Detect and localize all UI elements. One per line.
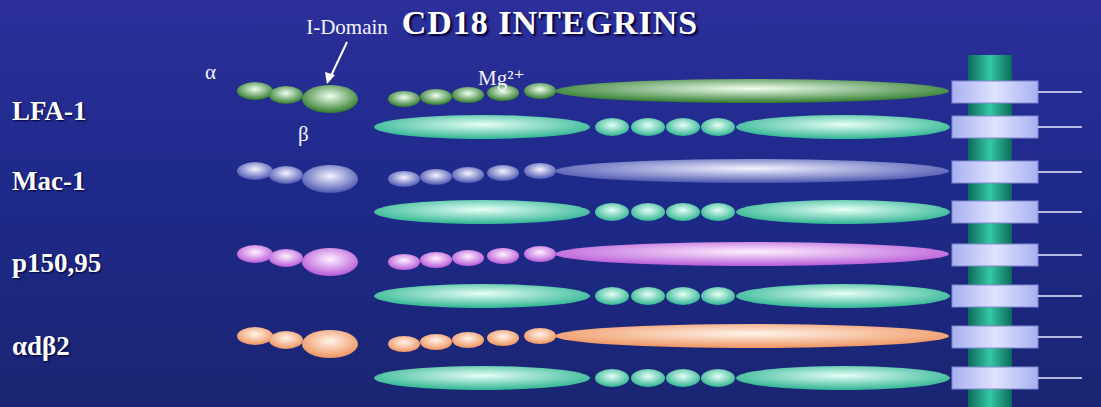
domain-label: I-Domain <box>306 17 388 38</box>
alpha-bead <box>420 169 452 185</box>
alpha-bead <box>524 163 556 179</box>
integrin-name: Mac-1 <box>12 168 85 195</box>
beta-bead <box>631 203 665 221</box>
integrin-name: p150,95 <box>12 250 101 277</box>
cytoplasmic-tail <box>1038 171 1082 173</box>
beta-stalk <box>736 115 950 139</box>
transmembrane-segment <box>952 116 1038 138</box>
alpha-bead <box>420 252 452 268</box>
transmembrane-segment <box>952 326 1038 348</box>
alpha-bead <box>420 89 452 105</box>
transmembrane-segment <box>952 285 1038 307</box>
beta-domain <box>374 366 590 390</box>
alpha-bead <box>452 167 484 183</box>
beta-bead <box>595 287 629 305</box>
alpha-bead <box>452 332 484 348</box>
i-domain <box>302 165 358 193</box>
integrin-name: LFA-1 <box>12 98 87 125</box>
alpha-stalk <box>555 79 949 103</box>
alpha-bead <box>487 330 519 346</box>
alpha-bead <box>269 249 303 267</box>
beta-domain <box>374 115 590 139</box>
integrin-name: αdβ2 <box>12 333 70 360</box>
transmembrane-segment <box>952 244 1038 266</box>
alpha-bead <box>388 91 420 107</box>
alpha-bead <box>388 336 420 352</box>
cytoplasmic-tail <box>1038 91 1082 93</box>
beta-bead <box>666 369 700 387</box>
arrow-head <box>325 72 335 84</box>
beta-stalk <box>736 284 950 308</box>
transmembrane-segment <box>952 201 1038 223</box>
alpha-bead <box>487 165 519 181</box>
beta-bead <box>701 118 735 136</box>
beta-bead <box>666 118 700 136</box>
beta-bead <box>631 369 665 387</box>
beta-bead <box>701 203 735 221</box>
alpha-bead <box>388 254 420 270</box>
cytoplasmic-tail <box>1038 336 1082 338</box>
cell-membrane <box>968 55 1012 407</box>
alpha-bead <box>524 246 556 262</box>
cytoplasmic-tail <box>1038 377 1082 379</box>
alpha-bead <box>487 248 519 264</box>
i-domain <box>302 330 358 358</box>
beta-bead <box>595 203 629 221</box>
beta-bead <box>595 118 629 136</box>
beta-bead <box>666 203 700 221</box>
transmembrane-segment <box>952 161 1038 183</box>
beta-domain <box>374 200 590 224</box>
alpha-bead <box>237 327 273 345</box>
ion-label: Mg²⁺ <box>478 68 525 89</box>
alpha-bead <box>237 162 273 180</box>
cytoplasmic-tail <box>1038 254 1082 256</box>
transmembrane-segment <box>952 81 1038 103</box>
beta-bead <box>666 287 700 305</box>
beta-bead <box>631 287 665 305</box>
beta-stalk <box>736 366 950 390</box>
beta-bead <box>701 287 735 305</box>
alpha-bead <box>524 83 556 99</box>
alpha-stalk <box>555 324 949 348</box>
alpha-bead <box>524 328 556 344</box>
i-domain <box>302 248 358 276</box>
alpha-bead <box>388 171 420 187</box>
alpha-bead <box>237 245 273 263</box>
alpha-bead <box>452 87 484 103</box>
beta-domain <box>374 284 590 308</box>
chain-label: β <box>298 124 309 145</box>
leader-line <box>330 42 347 78</box>
i-domain <box>302 85 358 113</box>
beta-bead <box>631 118 665 136</box>
beta-bead <box>701 369 735 387</box>
beta-bead <box>595 369 629 387</box>
alpha-bead <box>420 334 452 350</box>
cytoplasmic-tail <box>1038 295 1082 297</box>
alpha-bead <box>269 86 303 104</box>
alpha-stalk <box>555 159 949 183</box>
alpha-bead <box>452 250 484 266</box>
cytoplasmic-tail <box>1038 211 1082 213</box>
cytoplasmic-tail <box>1038 126 1082 128</box>
chain-label: α <box>205 62 216 83</box>
beta-stalk <box>736 200 950 224</box>
transmembrane-segment <box>952 367 1038 389</box>
alpha-stalk <box>555 242 949 266</box>
alpha-bead <box>269 331 303 349</box>
alpha-bead <box>269 166 303 184</box>
diagram-title: CD18 INTEGRINS <box>402 6 698 40</box>
alpha-bead <box>237 82 273 100</box>
